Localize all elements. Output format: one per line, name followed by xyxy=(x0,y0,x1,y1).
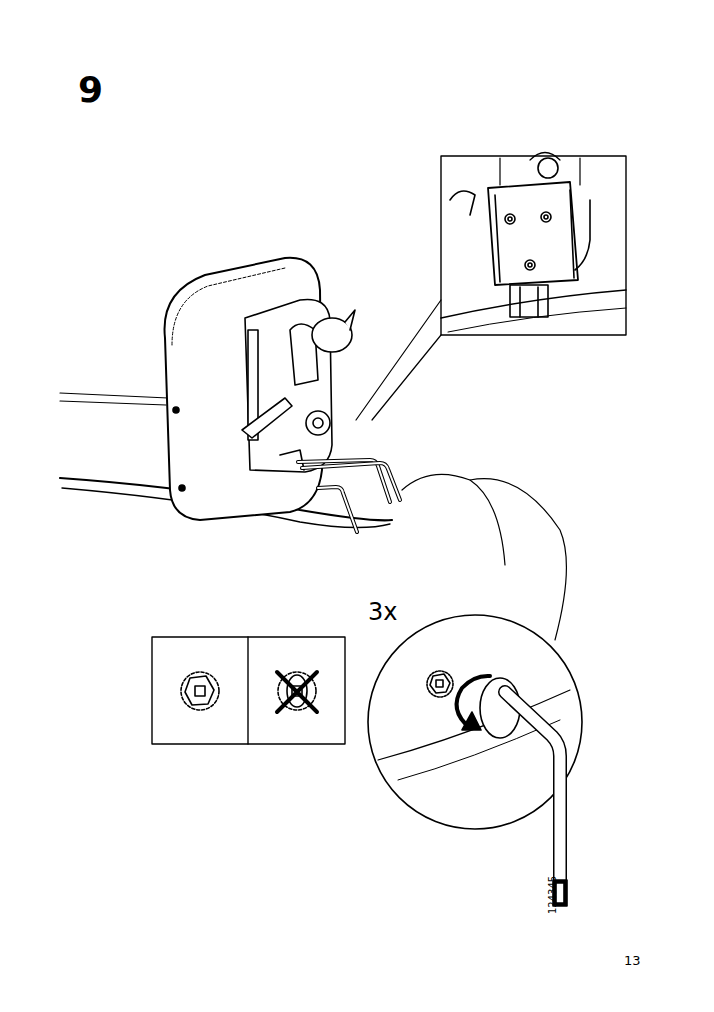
nut-correct xyxy=(181,672,219,710)
quantity: 3x xyxy=(368,600,397,624)
detail-inset xyxy=(441,156,626,335)
lever xyxy=(242,398,292,438)
correct-incorrect-panels xyxy=(152,637,345,744)
seat-edge xyxy=(60,393,168,398)
page-number: 13 xyxy=(624,954,641,967)
step-number: 9 xyxy=(78,72,103,108)
detail-circle xyxy=(368,615,582,829)
nut-incorrect xyxy=(277,672,317,712)
article-number: 124345 xyxy=(548,876,558,914)
nut xyxy=(427,671,453,697)
allen-key-large xyxy=(505,692,560,895)
